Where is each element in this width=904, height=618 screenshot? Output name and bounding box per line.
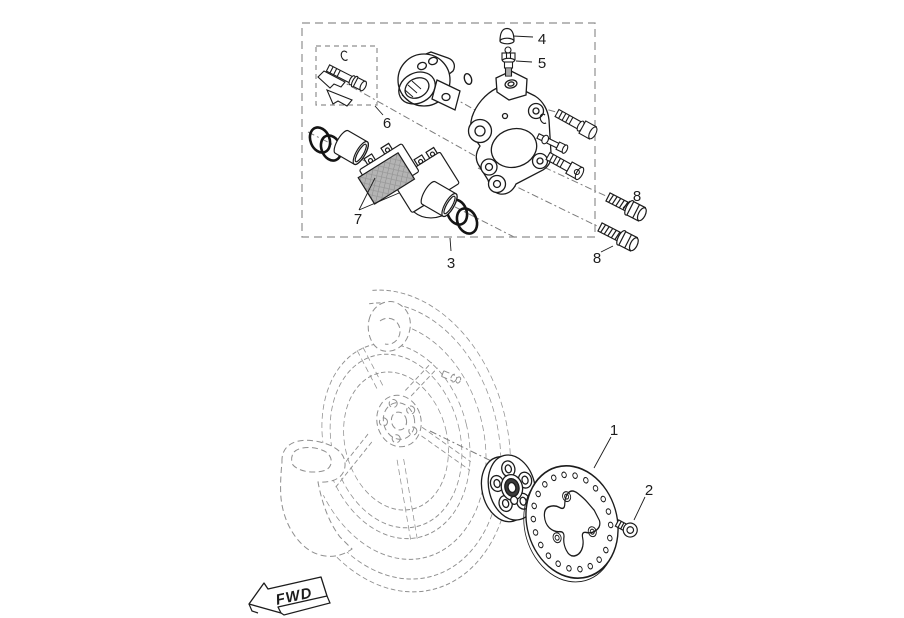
caliper-body [467,70,552,195]
caliper-piston-lower [420,180,458,218]
piston-seal-pad-set [308,126,479,235]
slide-pin-middle [536,133,569,154]
pad-pin [325,64,367,92]
mounting-bolt-lower [597,222,639,252]
rim-flange [321,342,471,540]
bracket-bore [398,71,436,105]
slide-pin-lower [545,151,585,181]
mounting-bolt-upper [605,192,647,222]
disc-bolt [614,519,638,538]
seal-ring [455,207,479,235]
bracket-ear-hole [427,56,439,66]
caliper-o-ring [463,72,473,86]
caliper-assembly-box [301,22,596,238]
pin-retaining-clip [539,113,547,124]
bleed-port [504,79,518,89]
tire-cut-section-top [367,301,411,352]
brake-disc [523,464,619,583]
slide-pin-upper [554,108,598,140]
valve-stem [441,370,462,384]
phantom-wheel [280,289,511,593]
wheel-spokes [331,346,471,540]
tire-outer-edge [297,289,511,593]
callout-4-label: 4 [538,31,546,48]
pad-pin-kit-box [315,45,378,106]
bleed-screw [501,46,516,77]
wheel-hub [376,394,422,448]
bleed-screw-cap [499,27,515,45]
disc-vent-holes [530,471,614,573]
pad-pin-kit [317,50,367,107]
pad-friction-face [357,151,416,205]
bracket-ear-hole [416,61,428,71]
callout-1-label: 1 [610,422,618,439]
fwd-arrow-face [248,576,328,614]
callout-3-label: 3 [447,255,455,272]
callout-leader-lines [358,35,646,521]
caliper-slide-pins [536,108,598,181]
callout-6-label: 6 [383,115,391,132]
callout-2-label: 2 [645,482,653,499]
rim-well [343,371,449,511]
callout-7-label: 7 [354,211,362,228]
callout-8-lower-label: 8 [593,250,601,267]
caliper-bracket [397,51,461,111]
caliper-mounting-bolts [597,192,647,252]
pad-pin-clip [340,50,348,61]
callout-8-upper-label: 8 [633,188,641,205]
fwd-arrow-depth [248,595,331,616]
bore-threads [401,80,422,102]
seal-ring [308,126,332,154]
callout-5-label: 5 [538,55,546,72]
fwd-direction-arrow: FWD [248,576,331,616]
pad-spring-b [325,88,353,107]
pad-spring-a [317,70,346,89]
callout-labels: 1 2 3 4 5 6 7 8 8 [354,31,653,499]
disc-center-cutout [543,490,601,557]
tire-sidewall-edge [323,322,487,560]
hub-bolt-holes [378,399,418,444]
tire-cut-section-bottom [280,439,353,557]
hub-damper [480,454,537,523]
disc-outer-edge [525,464,619,580]
disc-mount-holes [552,491,597,544]
bracket-tab [431,79,461,111]
brake-pad-front [357,142,419,205]
caliper-piston-upper [333,129,369,166]
caliper-belly [490,127,538,169]
